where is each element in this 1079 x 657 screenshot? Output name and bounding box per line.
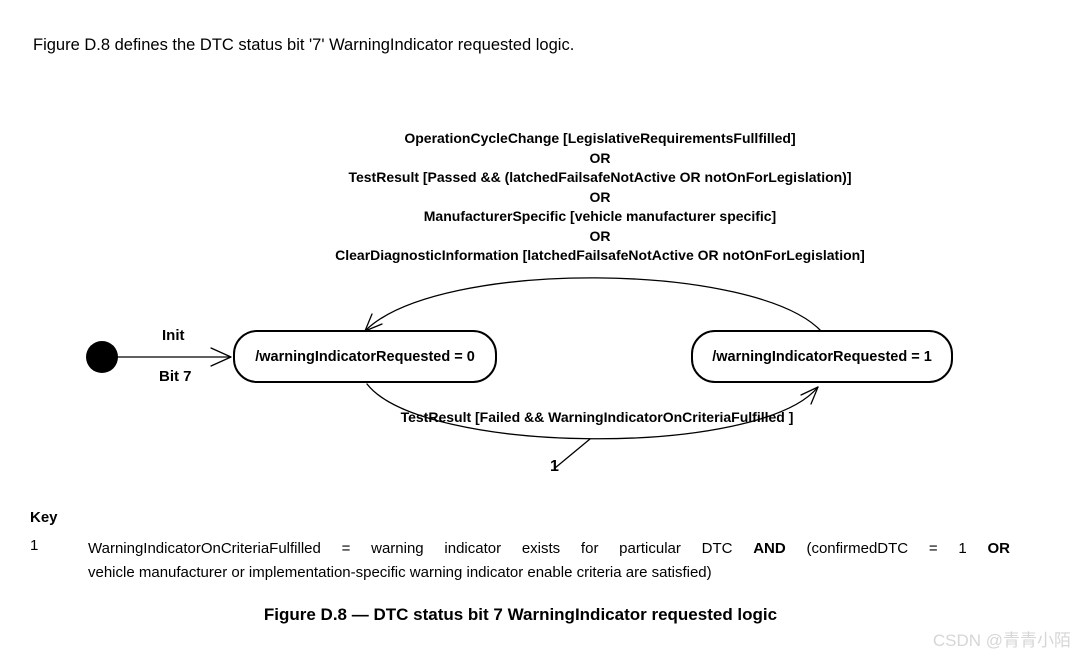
key-and-keyword: AND bbox=[753, 540, 786, 557]
key-item-line2: vehicle manufacturer or implementation-s… bbox=[88, 564, 712, 581]
key-or-keyword: OR bbox=[987, 540, 1010, 557]
arc-state1-to-state0 bbox=[364, 277, 823, 333]
key-text-part: (confirmedDTC = 1 bbox=[806, 540, 967, 557]
watermark-text: CSDN @青青小陌 bbox=[932, 631, 1071, 650]
transition-label-to-state0: OperationCycleChange [LegislativeRequire… bbox=[100, 129, 1079, 266]
arc-state0-to-state1-arrowhead-icon bbox=[800, 386, 819, 405]
initial-state-icon bbox=[86, 341, 118, 373]
state-0-label: /warningIndicatorRequested = 0 bbox=[255, 348, 475, 365]
transition-condition-line: OperationCycleChange [LegislativeRequire… bbox=[404, 130, 796, 146]
transition-condition-line: TestResult [Passed && (latchedFailsafeNo… bbox=[348, 169, 852, 185]
callout-leader-line bbox=[554, 438, 591, 469]
arc-state0-to-state1 bbox=[366, 383, 819, 440]
bit7-label: Bit 7 bbox=[159, 368, 192, 385]
state-warning-indicator-1: /warningIndicatorRequested = 1 bbox=[691, 330, 953, 383]
state-1-label: /warningIndicatorRequested = 1 bbox=[712, 348, 932, 365]
figure-caption: Figure D.8 — DTC status bit 7 WarningInd… bbox=[263, 605, 778, 624]
key-heading: Key bbox=[30, 509, 58, 526]
transition-or-line: OR bbox=[589, 188, 611, 205]
init-arrowhead-icon bbox=[210, 347, 232, 367]
transition-or-line: OR bbox=[589, 227, 611, 244]
transition-or-line: OR bbox=[589, 149, 611, 166]
key-text-part: WarningIndicatorOnCriteriaFulfilled = wa… bbox=[88, 540, 733, 557]
key-item-number: 1 bbox=[30, 537, 39, 554]
state-warning-indicator-0: /warningIndicatorRequested = 0 bbox=[233, 330, 497, 383]
key-item-text: WarningIndicatorOnCriteriaFulfilled = wa… bbox=[88, 537, 1010, 585]
transition-condition-line: ManufacturerSpecific [vehicle manufactur… bbox=[423, 208, 777, 224]
intro-text: Figure D.8 defines the DTC status bit '7… bbox=[33, 36, 575, 54]
transition-condition-line: ClearDiagnosticInformation [latchedFails… bbox=[335, 247, 865, 263]
init-transition-label: Init bbox=[162, 327, 185, 344]
key-item-line1: WarningIndicatorOnCriteriaFulfilled = wa… bbox=[88, 537, 1010, 561]
transition-label-to-state1: TestResult [Failed && WarningIndicatorOn… bbox=[400, 409, 794, 425]
arc-state1-to-state0-arrowhead-icon bbox=[364, 313, 383, 332]
callout-number: 1 bbox=[550, 458, 559, 475]
